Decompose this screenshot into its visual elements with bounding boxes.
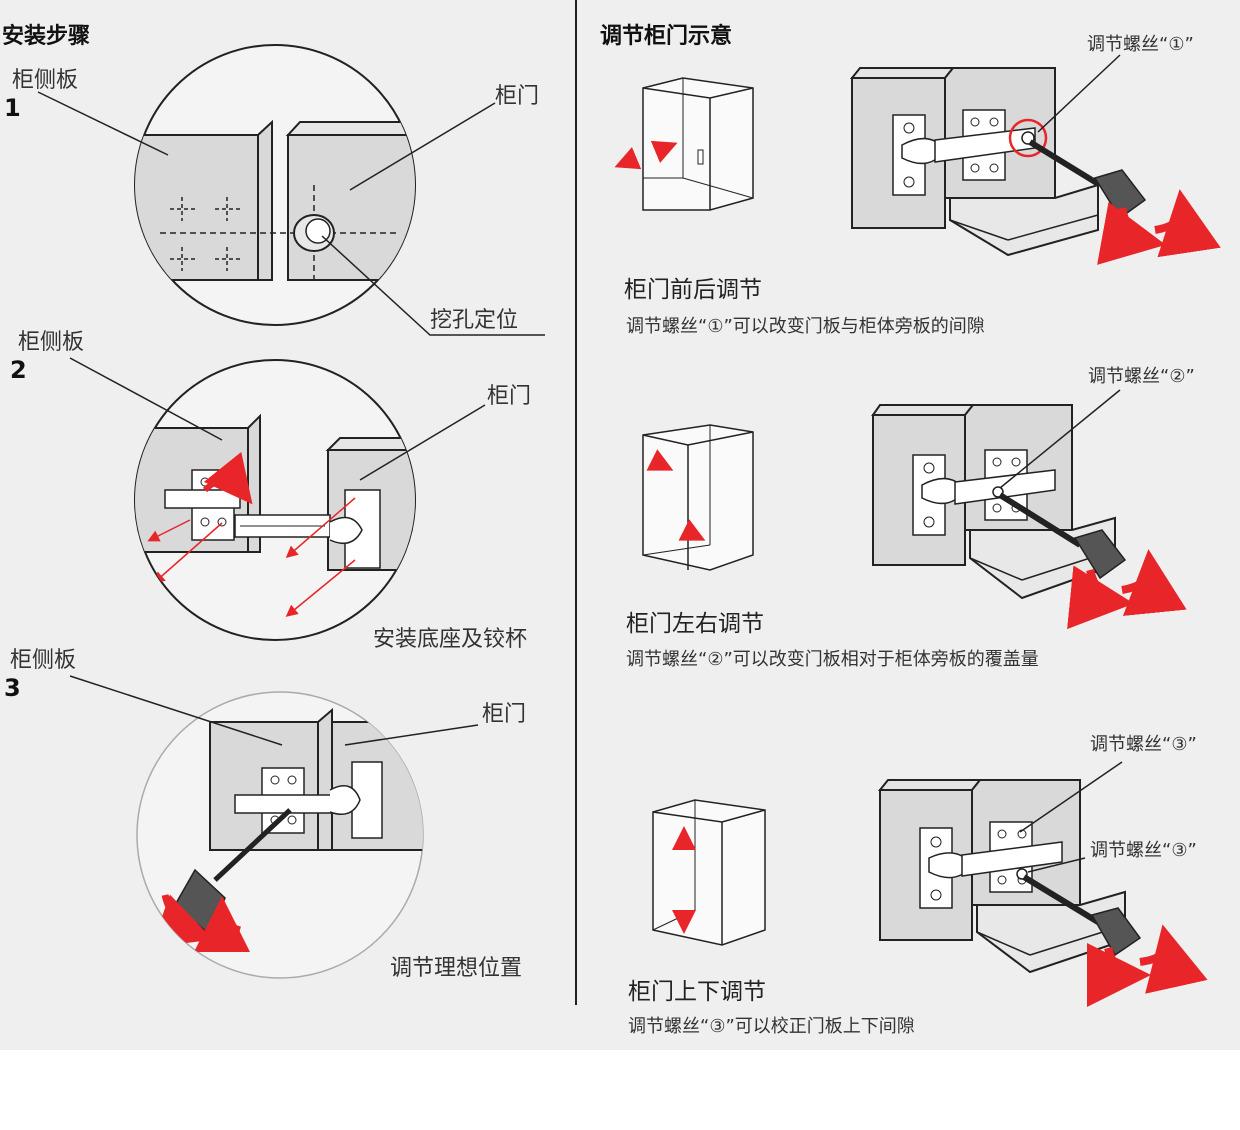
screw-label-3b: 调节螺丝“③” (1090, 840, 1197, 861)
cabinet-box-1 (614, 77, 754, 211)
step2-side-label: 柜侧板 (18, 330, 85, 355)
hinge-assembly-3 (877, 761, 1208, 1007)
hinge-assembly-2 (871, 389, 1187, 630)
section2-description: 调节螺丝“②”可以改变门板相对于柜体旁板的覆盖量 (626, 649, 1039, 670)
step1-action: 挖孔定位 (430, 308, 519, 333)
section1-caption: 柜门前后调节 (624, 277, 762, 303)
cabinet-box-3 (652, 799, 766, 946)
step1-number: 1 (4, 94, 21, 122)
section2-caption: 柜门左右调节 (626, 611, 764, 637)
screw-label-2: 调节螺丝“②” (1088, 366, 1195, 387)
hinge-assembly-1 (849, 54, 1221, 265)
step2-action: 安装底座及铰杯 (373, 627, 528, 652)
screw-label-3a: 调节螺丝“③” (1090, 734, 1197, 755)
step1-circle (37, 44, 545, 336)
step2-circle (69, 357, 486, 641)
step2-number: 2 (10, 356, 27, 384)
step3-circle (69, 675, 479, 979)
left-title: 安装步骤 (2, 24, 91, 49)
section3-description: 调节螺丝“③”可以校正门板上下间隙 (628, 1016, 915, 1037)
screw-label-1: 调节螺丝“①” (1087, 34, 1194, 55)
step3-door-label: 柜门 (482, 702, 527, 727)
right-title: 调节柜门示意 (600, 24, 733, 49)
cabinet-box-2 (642, 424, 754, 571)
step3-number: 3 (4, 674, 21, 702)
step3-action: 调节理想位置 (390, 956, 523, 981)
section3-caption: 柜门上下调节 (628, 979, 766, 1005)
step3-side-label: 柜侧板 (10, 648, 77, 673)
section1-description: 调节螺丝“①”可以改变门板与柜体旁板的间隙 (626, 316, 985, 337)
column-divider (575, 0, 577, 1005)
step2-door-label: 柜门 (487, 384, 532, 409)
step1-side-label: 柜侧板 (12, 68, 79, 93)
step1-door-label: 柜门 (495, 84, 540, 109)
